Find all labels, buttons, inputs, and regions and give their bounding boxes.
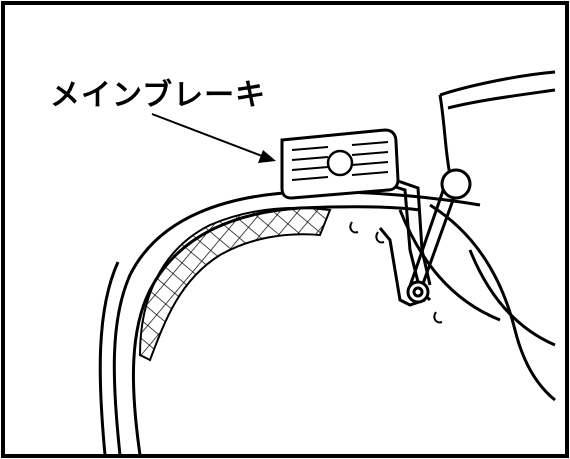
- main-brake-label: メインブレーキ: [50, 70, 266, 114]
- callout-arrow: [152, 114, 276, 163]
- pedal-housing: [400, 72, 555, 400]
- main-brake-pedal-pad: [282, 130, 398, 198]
